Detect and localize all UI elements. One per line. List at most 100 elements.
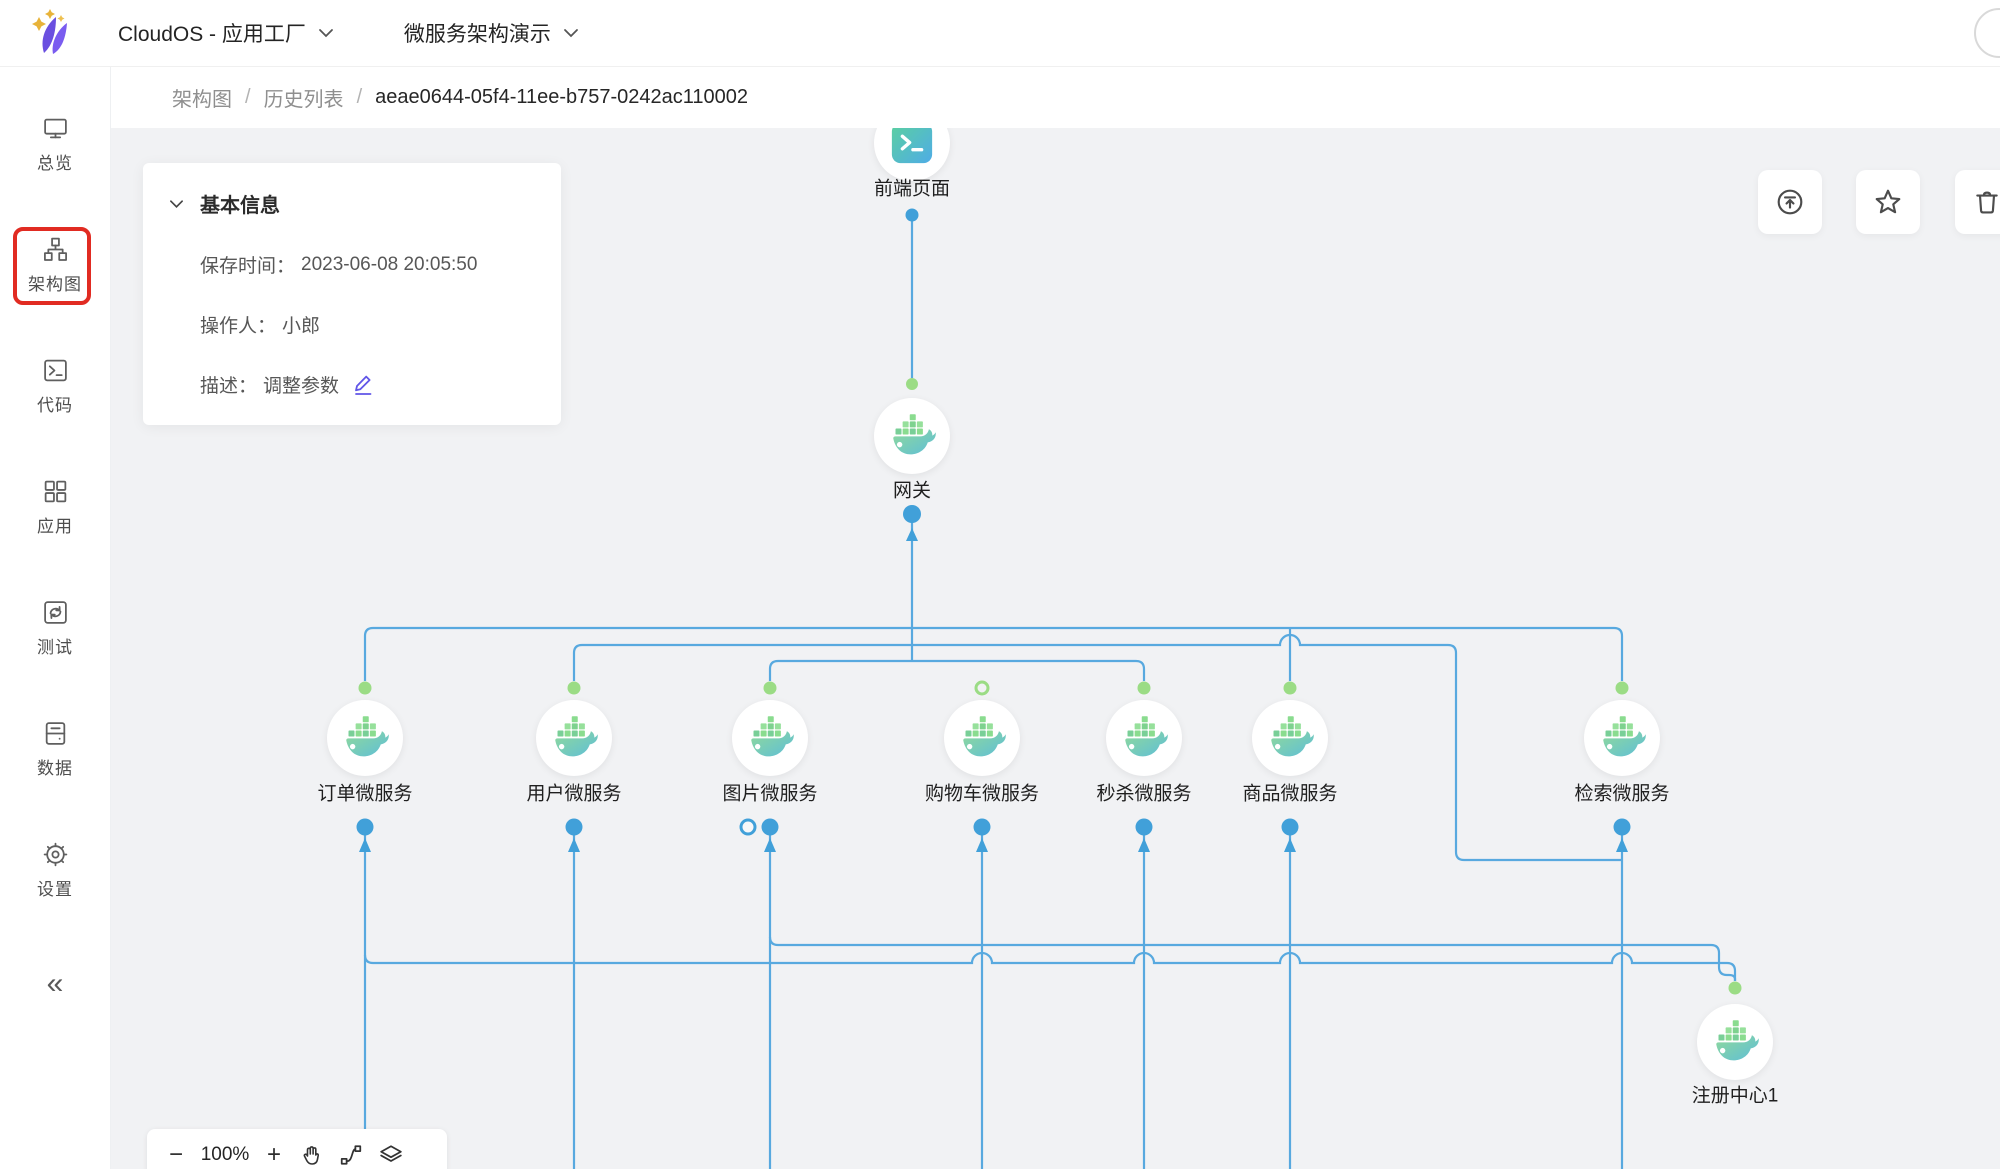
- zoom-in-button[interactable]: +: [266, 1141, 281, 1168]
- publish-button[interactable]: [1758, 170, 1822, 234]
- zoom-out-button[interactable]: −: [168, 1141, 183, 1168]
- port-blue[interactable]: [973, 818, 991, 836]
- breadcrumb-history-list[interactable]: 历史列表: [263, 88, 344, 111]
- basic-info-collapse[interactable]: 基本信息: [169, 189, 561, 218]
- field-save-time: 保存时间： 2023-06-08 20:05:50: [200, 253, 478, 278]
- breadcrumb: 架构图 / 历史列表 / aeae0644-05f4-11ee-b757-024…: [110, 66, 2000, 128]
- node-image-service[interactable]: [732, 700, 808, 776]
- breadcrumb-architecture[interactable]: 架构图: [172, 88, 232, 111]
- port-green[interactable]: [567, 681, 581, 695]
- project-title: 微服务架构演示: [403, 23, 551, 46]
- arrowhead: [764, 838, 776, 852]
- port-green[interactable]: [1137, 681, 1151, 695]
- sidebar-item-apps[interactable]: 应用: [0, 478, 110, 542]
- layers-box-icon: [380, 1145, 402, 1162]
- sidebar-collapse-button[interactable]: «: [46, 967, 64, 1000]
- arrowhead: [906, 528, 918, 541]
- node-seckill-service[interactable]: [1106, 700, 1182, 776]
- arrowhead: [359, 838, 371, 852]
- cloudos-logo-icon: [32, 9, 67, 54]
- node-search-service[interactable]: [1584, 700, 1660, 776]
- star-icon: [1875, 189, 1901, 214]
- connector-curve-icon: [340, 1145, 362, 1165]
- node-order-service[interactable]: [327, 700, 403, 776]
- port-blue[interactable]: [1613, 818, 1631, 836]
- gear-icon: [43, 842, 67, 867]
- sidebar-item-settings[interactable]: 设置: [0, 841, 110, 905]
- sidebar-item-overview[interactable]: 总览: [0, 115, 110, 179]
- project-switcher[interactable]: 微服务架构演示: [404, 18, 579, 48]
- monitor-icon: [43, 118, 67, 139]
- sidebar-item-test[interactable]: 测试: [0, 599, 110, 663]
- app-switcher[interactable]: CloudOS - 应用工厂: [118, 18, 334, 48]
- docker-icon: [1716, 1020, 1759, 1061]
- panel-title: 基本信息: [200, 195, 280, 217]
- node-cart-service[interactable]: [944, 700, 1020, 776]
- pan-tool-button[interactable]: [291, 1143, 331, 1167]
- publish-up-circle-icon: [1777, 189, 1803, 215]
- app-title: CloudOS - 应用工厂: [118, 23, 306, 46]
- sidebar-item-architecture[interactable]: 架构图: [0, 227, 110, 305]
- connection-lines: [356, 208, 1742, 1169]
- hand-pan-icon: [303, 1146, 319, 1165]
- terminal-icon: [43, 359, 67, 382]
- breadcrumb-current-id: aeae0644-05f4-11ee-b757-0242ac110002: [375, 85, 749, 108]
- field-operator: 操作人： 小郎: [200, 316, 321, 337]
- port-green[interactable]: [906, 378, 918, 390]
- field-description: 描述： 调整参数: [200, 371, 561, 398]
- node-label: 商品微服务: [1242, 783, 1338, 805]
- node-gateway[interactable]: [874, 398, 950, 474]
- docker-icon: [751, 716, 794, 757]
- docker-icon: [1603, 716, 1646, 757]
- node-frontend[interactable]: [874, 128, 950, 181]
- port-green[interactable]: [1283, 681, 1297, 695]
- node-label: 秒杀微服务: [1096, 783, 1192, 805]
- port-blue[interactable]: [905, 208, 919, 222]
- sidebar-item-data[interactable]: 数据: [0, 720, 110, 784]
- port-blue[interactable]: [903, 505, 921, 523]
- port-green[interactable]: [1728, 981, 1742, 995]
- web-terminal-icon: [891, 128, 933, 164]
- connector-tool-button[interactable]: [331, 1143, 371, 1167]
- chevron-down-icon: [170, 199, 183, 208]
- edge: [572, 633, 1622, 862]
- diagram-canvas[interactable]: 前端页面 网关 订单微服务 用户微服务 图片微服务 购物车微服务 秒杀微服务 商…: [110, 128, 2000, 1169]
- port-blue-hollow[interactable]: [739, 818, 757, 836]
- sidebar-item-code[interactable]: 代码: [0, 357, 110, 421]
- database-icon: [45, 722, 65, 745]
- port-blue[interactable]: [761, 818, 779, 836]
- node-label: 前端页面: [873, 178, 951, 200]
- node-registry[interactable]: [1697, 1004, 1773, 1080]
- port-green[interactable]: [1615, 681, 1629, 695]
- node-label: 订单微服务: [317, 783, 413, 805]
- node-user-service[interactable]: [536, 700, 612, 776]
- arrowhead: [1284, 838, 1296, 852]
- node-product-service[interactable]: [1252, 700, 1328, 776]
- port-blue[interactable]: [356, 818, 374, 836]
- port-green-hollow[interactable]: [974, 680, 990, 696]
- node-label: 图片微服务: [722, 783, 818, 805]
- port-blue[interactable]: [1281, 818, 1299, 836]
- edge: [768, 936, 1737, 981]
- docker-icon: [1125, 716, 1168, 757]
- avatar[interactable]: [1974, 8, 2000, 58]
- port-blue[interactable]: [565, 818, 583, 836]
- basic-info-panel: 基本信息 保存时间： 2023-06-08 20:05:50 操作人： 小郎 描…: [143, 163, 561, 425]
- apps-grid-icon: [44, 480, 66, 503]
- favorite-button[interactable]: [1856, 170, 1920, 234]
- port-blue[interactable]: [1135, 818, 1153, 836]
- sidebar-nav: 总览 架构图 代码 应用 测试 数据 设置: [0, 66, 111, 1169]
- port-green[interactable]: [358, 681, 372, 695]
- node-label: 购物车微服务: [924, 783, 1040, 805]
- minimap-button[interactable]: [371, 1143, 411, 1167]
- zoom-toolbar: − 100% +: [147, 1129, 447, 1169]
- arrowhead: [1138, 838, 1150, 852]
- delete-button[interactable]: [1955, 170, 2000, 234]
- port-green[interactable]: [763, 681, 777, 695]
- docker-icon: [1271, 716, 1314, 757]
- edit-description-button[interactable]: [353, 373, 374, 396]
- docker-icon: [893, 414, 936, 455]
- edge: [363, 951, 1737, 981]
- docker-icon: [346, 716, 389, 757]
- arrowhead: [1616, 838, 1628, 852]
